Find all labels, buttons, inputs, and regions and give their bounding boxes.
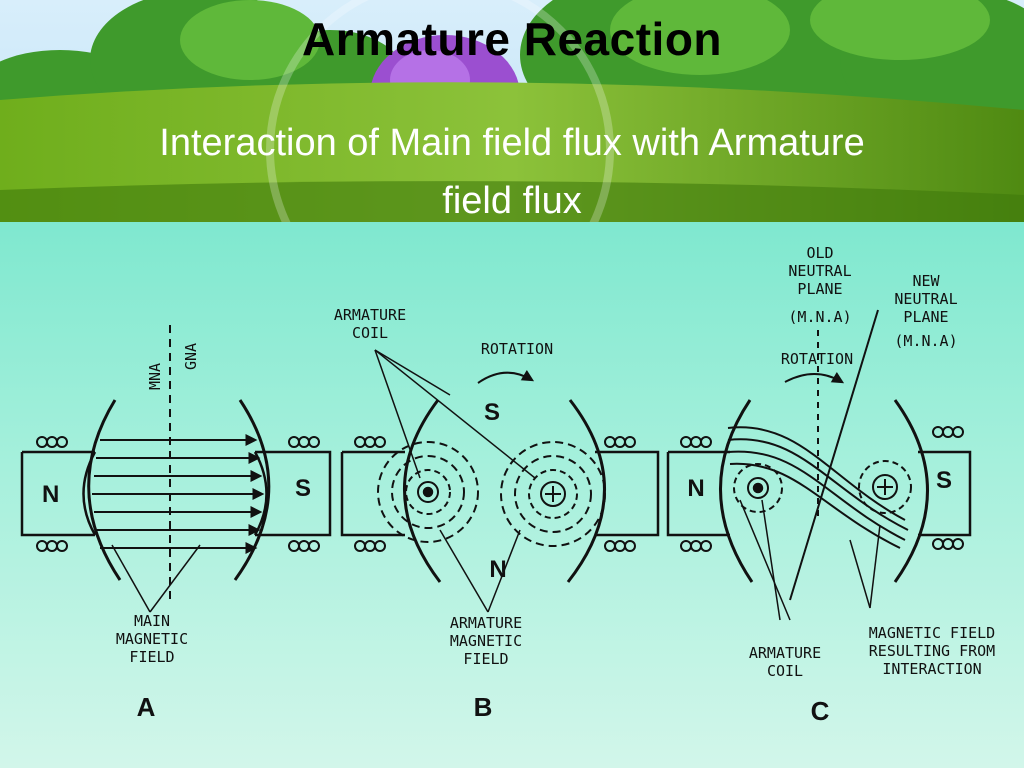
c-resulting-l2: RESULTING FROM — [869, 642, 995, 660]
slide-subtitle-line-2: field flux — [442, 180, 582, 222]
c-new-neutral-l3: PLANE — [903, 308, 948, 326]
c-old-neutral-l2: NEUTRAL — [788, 262, 851, 280]
a-pole-s: S — [295, 475, 311, 502]
c-armature-coil-l2: COIL — [767, 662, 803, 680]
c-pole-n: N — [687, 475, 704, 502]
b-rotation-label: ROTATION — [481, 340, 553, 358]
c-old-neutral-l4: (M.N.A) — [788, 308, 851, 326]
b-pole-s: S — [484, 399, 500, 426]
a-axis-mna: MNA — [146, 363, 164, 390]
b-arm-field-l2: MAGNETIC — [450, 632, 522, 650]
a-main-field-l1: MAIN — [134, 612, 170, 630]
b-armature-coil-l2: COIL — [352, 324, 388, 342]
slide-title: Armature Reaction — [301, 13, 723, 65]
header-banner: Armature Reaction Interaction of Main fi… — [0, 0, 1024, 222]
b-arm-field-l1: ARMATURE — [450, 614, 522, 632]
a-main-field-l2: MAGNETIC — [116, 630, 188, 648]
a-axis-gna: GNA — [182, 343, 200, 370]
b-arm-field-l3: FIELD — [463, 650, 508, 668]
b-armature-coil-l1: ARMATURE — [334, 306, 406, 324]
banner-scenery — [0, 0, 1024, 222]
a-pole-n: N — [42, 481, 59, 508]
c-new-neutral-l1: NEW — [912, 272, 940, 290]
panel-a — [20, 325, 332, 613]
panel-b — [340, 349, 660, 613]
c-rotation-label: ROTATION — [781, 350, 853, 368]
c-armature-coil-l1: ARMATURE — [749, 644, 821, 662]
b-panel-letter: B — [474, 692, 493, 722]
c-resulting-l3: INTERACTION — [882, 660, 981, 678]
a-main-field-l3: FIELD — [129, 648, 174, 666]
a-panel-letter: A — [137, 692, 156, 722]
c-new-neutral-l2: NEUTRAL — [894, 290, 957, 308]
c-pole-s: S — [936, 467, 952, 494]
c-resulting-l1: MAGNETIC FIELD — [869, 624, 995, 642]
b-pole-n: N — [489, 556, 506, 583]
c-new-neutral-l4: (M.N.A) — [894, 332, 957, 350]
c-old-neutral-l1: OLD — [806, 244, 833, 262]
c-old-neutral-l3: PLANE — [797, 280, 842, 298]
panel-c — [666, 309, 972, 621]
c-panel-letter: C — [811, 696, 830, 726]
slide-subtitle-line-1: Interaction of Main field flux with Arma… — [159, 122, 865, 164]
